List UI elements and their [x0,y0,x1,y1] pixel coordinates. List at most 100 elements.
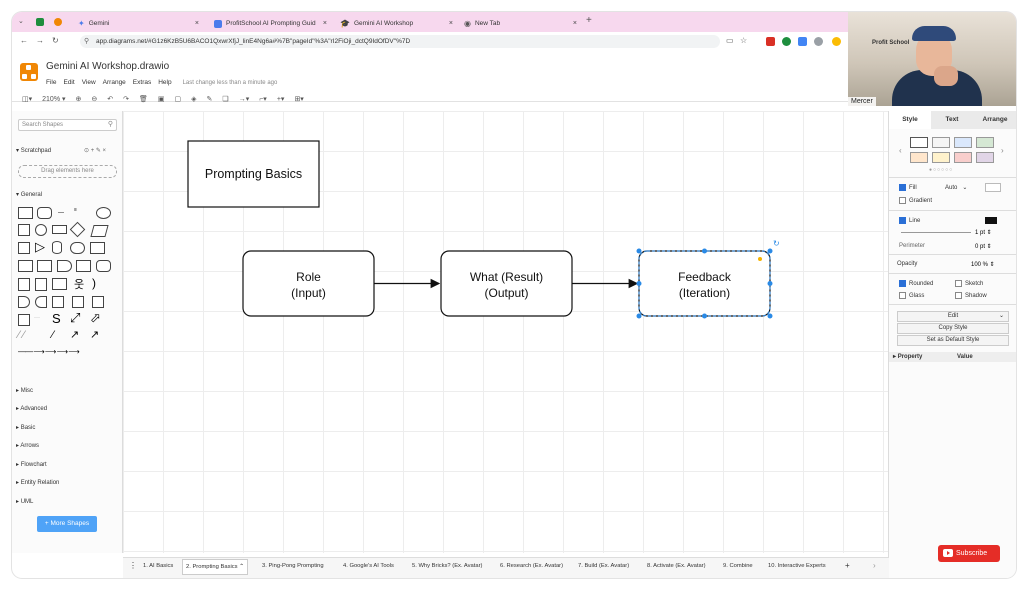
parallelogram-shape[interactable] [90,225,109,237]
zoom-select[interactable]: 210% ▾ [42,96,66,103]
delay-shape[interactable] [57,260,72,272]
line-row[interactable]: Line [899,217,920,224]
tape-shape[interactable] [96,260,111,272]
section-flowchart[interactable]: ▸ Flowchart [16,462,47,468]
title-box[interactable] [187,140,320,208]
terminator-shape[interactable] [70,242,85,254]
dashed-diagonal-shape[interactable]: ⁄ ⁄ [18,329,25,341]
add-page-icon[interactable]: + [845,561,850,570]
set-default-style-button[interactable]: Set as Default Style [897,335,1009,346]
zoom-in-icon[interactable]: ⊕ [75,96,82,103]
url-field[interactable]: ⚲ app.diagrams.net/#G1z6KzB5U6BACO1QxwrX… [80,35,720,48]
last-change-status[interactable]: Last change less than a minute ago [182,79,278,86]
close-icon[interactable]: × [194,20,199,27]
copy-style-button[interactable]: Copy Style [897,323,1009,334]
dotted-line-shape[interactable]: ··· [34,315,40,321]
or-shape[interactable] [18,296,30,308]
style-swatch[interactable] [932,152,950,163]
forward-icon[interactable]: → [36,36,44,45]
tab-style[interactable]: Style [889,111,931,129]
line-width-field[interactable]: 1 pt ⇕ [975,230,992,236]
page-tab[interactable]: 1. AI Basics [143,563,174,569]
page-tab[interactable]: 9. Combine [723,563,753,569]
fill-color-swatch[interactable] [985,183,1001,192]
waypoints-icon[interactable]: ⌐▾ [259,96,267,103]
fill-color-icon[interactable]: ◈ [191,96,197,103]
chevron-left-icon[interactable]: ‹ [899,146,902,155]
zoom-out-icon[interactable]: ⊖ [91,96,98,103]
page-tab[interactable]: 6. Research (Ex. Avatar) [500,563,564,569]
hexagon-shape[interactable] [18,242,30,254]
arrow-shape[interactable]: ⬀ [90,310,101,325]
page-tab-selected[interactable]: 2. Prompting Basics ⌃ [182,559,249,575]
connector-shapes[interactable]: —— ⟶ ⟶ ⟶ ⟶ [18,347,80,356]
tab-list-chevron-icon[interactable]: ⌄ [18,18,24,25]
edit-button[interactable]: Edit⌄ [897,311,1009,322]
square-shape[interactable] [18,224,30,236]
selection-handles[interactable] [636,248,773,319]
list-shape[interactable] [18,314,30,326]
menu-edit[interactable]: Edit [63,79,75,86]
cylinder-shape[interactable] [52,241,62,254]
rotate-handle-icon[interactable]: ↻ [773,239,780,248]
page-tab[interactable]: 10. Interactive Experts [768,563,826,569]
tab-prompting-guide[interactable]: ProfitSchool AI Prompting Guid × [208,15,332,32]
section-misc[interactable]: ▸ Misc [16,388,34,394]
tab-workshop[interactable]: 🎓 Gemini AI Workshop × [334,15,458,32]
bidirectional-arrow-shape[interactable]: ⤢ [70,310,81,325]
swatch-pager[interactable]: ●○○○○○ [929,167,954,173]
extension-icon[interactable] [766,37,775,46]
search-icon[interactable]: ⚲ [107,121,113,128]
close-icon[interactable]: × [448,20,453,27]
note-shape[interactable] [35,278,47,291]
style-swatch[interactable] [976,137,994,148]
close-icon[interactable]: × [572,20,577,27]
trapezoid-shape[interactable] [76,260,91,272]
card-shape[interactable] [37,260,52,272]
style-swatch[interactable] [932,137,950,148]
sheets-favicon-icon[interactable] [36,18,44,26]
triangle-shape[interactable]: ▷ [35,239,45,254]
tab-gemini[interactable]: ✦ Gemini × [72,15,204,32]
more-shapes-button[interactable]: + More Shapes [37,516,97,532]
line-pattern-select[interactable] [901,232,971,233]
menu-extras[interactable]: Extras [132,79,152,86]
diagram-canvas[interactable]: Prompting Basics Role (Input) What (Resu… [123,111,889,553]
reload-icon[interactable]: ↻ [52,36,59,45]
page-tab[interactable]: 3. Ping-Pong Prompting [262,563,324,569]
tab-text[interactable]: Text [931,111,973,129]
section-entity-relation[interactable]: ▸ Entity Relation [16,480,60,486]
format-panel-toggle-icon[interactable]: ◫▾ [22,96,33,103]
insert-icon[interactable]: +▾ [276,96,285,103]
to-front-icon[interactable]: ▣ [157,96,165,103]
page-tab[interactable]: 5. Why Bricks? (Ex. Avatar) [412,563,483,569]
undo-icon[interactable]: ↶ [107,96,114,103]
document-shape[interactable] [18,278,30,291]
search-shapes-input[interactable]: Search Shapes ⚲ [18,119,117,131]
redo-icon[interactable]: ↷ [123,96,130,103]
delete-icon[interactable]: 🗑 [139,96,148,103]
menu-help[interactable]: Help [158,79,172,86]
tab-arrange[interactable]: Arrange [973,111,1016,129]
page-tab[interactable]: 8. Activate (Ex. Avatar) [647,563,706,569]
brace-shape[interactable]: ) [92,276,96,290]
menu-view[interactable]: View [81,79,96,86]
profile-icon[interactable] [832,37,841,46]
general-header[interactable]: ▾ General [16,192,43,198]
rounded-checkbox[interactable] [899,280,906,287]
actor-shape[interactable]: 웃 [74,279,85,291]
style-swatch[interactable] [910,137,928,148]
internal-storage-shape[interactable] [18,260,33,272]
style-swatch[interactable] [954,137,972,148]
drawio-favicon-icon[interactable] [54,18,62,26]
rounded-row[interactable]: Rounded [899,280,933,287]
property-table-header[interactable]: ▸ Property Value [889,352,1016,362]
shadow-row[interactable]: Shadow [955,292,987,299]
step-shape[interactable] [72,296,84,308]
scroll-right-icon[interactable]: › [873,561,876,570]
page-tab[interactable]: 7. Build (Ex. Avatar) [578,563,630,569]
scratchpad-dropzone[interactable]: Drag elements here [18,165,117,178]
cast-icon[interactable]: ▭ [726,36,734,45]
shadow-checkbox[interactable] [955,292,962,299]
style-swatch[interactable] [976,152,994,163]
